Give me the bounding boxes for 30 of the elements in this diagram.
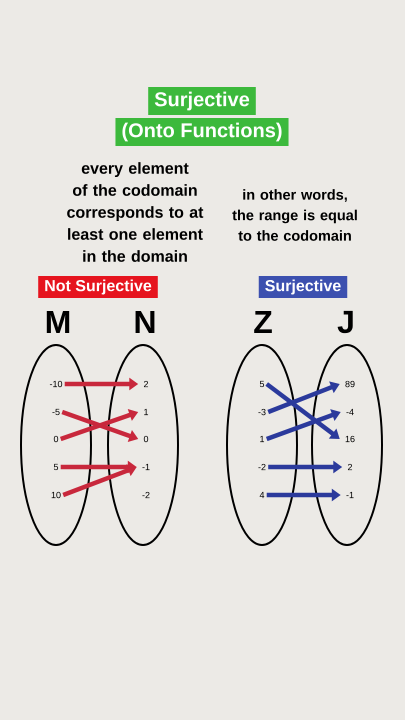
set-name: Z: [254, 311, 272, 333]
title-banner: (Onto Functions): [115, 118, 289, 146]
element-label: 2: [348, 464, 352, 470]
note-text: in other words, the range is equal to the codomain: [232, 189, 357, 241]
element-label: 4: [260, 492, 264, 498]
label-box: Surjective: [258, 276, 348, 298]
element-label: 89: [345, 380, 355, 388]
element-label: -4: [346, 408, 354, 416]
label-box: Not Surjective: [38, 276, 158, 298]
element-label: -2: [258, 464, 266, 470]
set-name: M: [46, 311, 70, 333]
element-label: 2: [144, 380, 148, 388]
element-label: -3: [258, 408, 266, 416]
element-label: 5: [54, 464, 58, 470]
element-label: 0: [54, 436, 58, 442]
element-label: 1: [260, 436, 264, 442]
element-label: -5: [52, 408, 60, 416]
element-label: -2: [142, 492, 150, 498]
element-label: 1: [144, 408, 148, 416]
element-label: 5: [260, 380, 264, 388]
element-label: 0: [144, 436, 148, 442]
element-label: -1: [346, 492, 354, 498]
note-text: every element of the codomain corresponds to at least one element in the domain: [67, 162, 204, 262]
element-label: -1: [142, 464, 150, 470]
title-banner: Surjective: [148, 87, 256, 115]
element-label: 10: [52, 492, 61, 498]
element-label: -10: [50, 380, 62, 388]
set-name: J: [338, 310, 353, 334]
element-label: 16: [346, 436, 355, 442]
set-name: N: [136, 311, 154, 333]
